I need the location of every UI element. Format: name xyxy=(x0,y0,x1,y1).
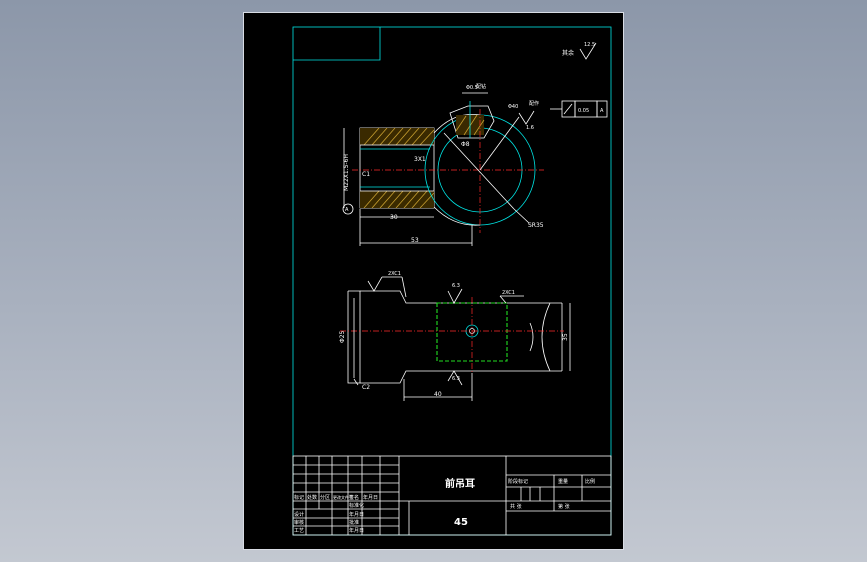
hole-top-note: 配钻 xyxy=(476,83,486,90)
tb-approve: 批准 xyxy=(349,519,359,526)
bottom-top-roughness xyxy=(447,288,463,304)
dim-sr35: SR35 xyxy=(528,222,544,229)
drawing-sheet: 其余 12.5 xyxy=(244,13,623,549)
cad-drawing: 其余 12.5 xyxy=(292,26,612,536)
dim-hole-phi8: Φ8 xyxy=(461,141,470,148)
tolerance-frame xyxy=(550,100,608,118)
dim-2xc1-right: 2XC1 xyxy=(502,290,515,296)
sheets-total: 共 张 xyxy=(510,503,522,510)
tb-row-doc: 更改文件号 xyxy=(333,494,353,500)
datum-a-label: A xyxy=(345,207,349,213)
dim-c2: C2 xyxy=(362,384,370,391)
weight: 重量 xyxy=(558,478,568,485)
tb-row-count: 处数 xyxy=(307,494,317,501)
part-name: 前吊耳 xyxy=(445,477,475,490)
leader-phi40 xyxy=(479,116,520,171)
tb-row-sign: 签名 xyxy=(349,494,359,501)
tolerance-value: 0.05 xyxy=(578,108,589,114)
tb-row-zone: 分区 xyxy=(320,494,330,501)
dim-40: 40 xyxy=(434,391,442,398)
dim-63-bottom: 6.3 xyxy=(452,376,460,382)
dim-30: 30 xyxy=(390,214,398,221)
dim-chamfer-3x1: 3X1 xyxy=(414,156,426,163)
dim-35: 35 xyxy=(562,333,569,341)
surface-note: 其余 xyxy=(562,49,574,57)
fit-label: 配作 xyxy=(529,100,539,107)
dim-53: 53 xyxy=(411,237,419,244)
top-view-tube xyxy=(359,127,435,209)
dim-thread: M22X1.5-6H xyxy=(343,154,350,191)
material: 45 xyxy=(454,517,468,528)
tb-check: 审核 xyxy=(294,519,304,526)
tb-row-mark: 标记 xyxy=(294,494,304,501)
dim-phi40: Φ40 xyxy=(508,104,518,110)
sheet-no: 第 张 xyxy=(558,503,570,510)
tb-date-col-2: 年月日 xyxy=(349,527,364,534)
top-view-eye xyxy=(424,101,536,226)
title-block xyxy=(292,455,612,536)
tb-date-col: 年月日 xyxy=(349,511,364,518)
roughness-top-value: 1.6 xyxy=(526,125,534,131)
datum-a-circle xyxy=(342,203,354,215)
dim-small-phi05: Φ0.5 xyxy=(466,85,478,91)
roughness-top-symbol xyxy=(518,110,535,125)
tolerance-datum: A xyxy=(600,108,604,114)
surface-roughness-value: 12.5 xyxy=(584,42,595,48)
tb-row-date: 年月日 xyxy=(363,494,378,501)
tb-design: 设计 xyxy=(294,511,304,518)
bottom-bottom-roughness xyxy=(447,370,463,386)
stage-mark: 阶段标记 xyxy=(508,478,528,485)
dim-phi25: Φ25 xyxy=(339,330,346,343)
dim-63-top: 6.3 xyxy=(452,283,460,289)
tb-process: 工艺 xyxy=(294,528,304,534)
dim-chamfer-c1: C1 xyxy=(362,171,370,178)
corner-box xyxy=(293,27,381,61)
bottom-left-roughness xyxy=(367,276,383,292)
drawing-frame xyxy=(292,26,612,536)
scale: 比例 xyxy=(585,478,595,485)
roughness-symbol xyxy=(579,42,597,60)
leader-sr xyxy=(443,132,515,210)
bottom-view-part xyxy=(347,290,563,384)
tb-standard: 标准化 xyxy=(349,502,364,509)
dim-2xc1-left: 2XC1 xyxy=(388,271,401,277)
